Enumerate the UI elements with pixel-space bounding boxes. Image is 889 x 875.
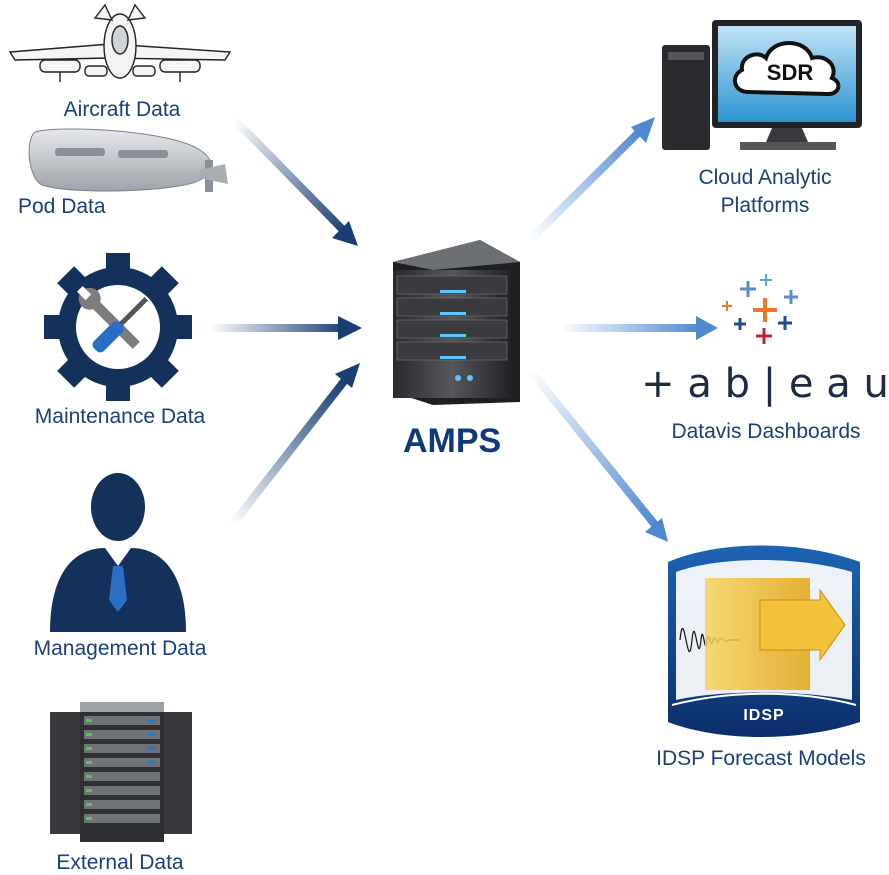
idsp-logo-icon	[668, 545, 860, 737]
arrow-maintenance-to-amps	[210, 316, 362, 340]
label-cloud-analytic: Cloud Analytic	[698, 166, 832, 189]
label-maintenance-data: Maintenance Data	[34, 405, 206, 428]
arrow-amps-to-cloud	[527, 117, 655, 243]
label-management-data: Management Data	[33, 637, 207, 660]
tableau-logo-icon	[722, 274, 798, 344]
label-external-data: External Data	[56, 851, 184, 874]
server-rack-icon	[50, 702, 192, 842]
gear-icon	[44, 253, 192, 401]
arrow-aircraft-to-amps	[232, 117, 358, 246]
amps-server-icon	[393, 240, 520, 405]
screwdriver-icon	[92, 296, 149, 353]
label-aircraft-data: Aircraft Data	[63, 98, 181, 121]
arrow-amps-to-tableau	[560, 316, 718, 340]
aircraft-icon	[8, 3, 232, 82]
label-datavis-dashboards: Datavis Dashboards	[671, 420, 861, 443]
cloud-icon	[732, 41, 841, 97]
idsp-badge: IDSP	[743, 707, 785, 724]
arrow-management-to-amps	[228, 363, 360, 528]
computer-icon	[662, 20, 862, 150]
hub-label-amps: AMPS	[403, 422, 502, 460]
tableau-wordmark: + a b | e a u	[641, 361, 889, 407]
pod-icon	[28, 128, 228, 192]
label-idsp-forecast-models: IDSP Forecast Models	[656, 747, 866, 770]
person-icon	[50, 473, 186, 632]
label-pod-data: Pod Data	[18, 195, 106, 218]
arrow-amps-to-idsp	[526, 367, 668, 542]
label-cloud-platforms: Platforms	[720, 194, 810, 217]
cloud-badge: SDR	[766, 60, 814, 85]
